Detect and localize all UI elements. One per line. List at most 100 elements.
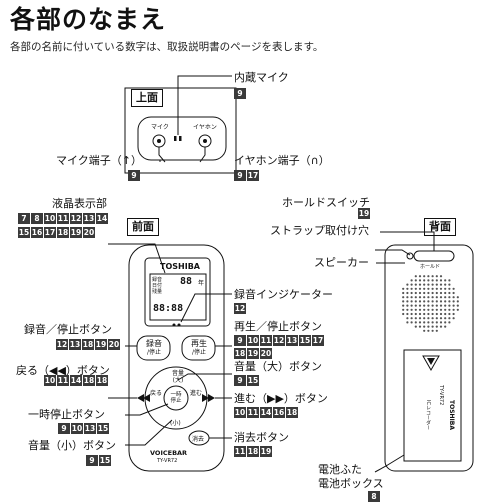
speaker-hole — [431, 329, 434, 332]
leader-vol-down — [125, 419, 173, 446]
builtin-mic-hole-2 — [179, 136, 182, 141]
speaker-hole — [423, 325, 426, 328]
speaker-hole — [435, 317, 438, 320]
speaker-hole — [431, 304, 434, 307]
speaker-hole — [431, 296, 434, 299]
vol-up-button-top: 音量 — [171, 370, 184, 377]
speaker-hole — [406, 283, 409, 286]
speaker-hole — [423, 321, 426, 324]
speaker-hole — [427, 283, 430, 286]
lcd-digits-top: 88 — [180, 276, 193, 287]
erase-button[interactable]: 消去 — [192, 436, 205, 443]
mic-glyph-icon: ↑ — [121, 154, 131, 167]
page-ref-chip: 18 — [57, 227, 69, 238]
section-label-top: 上面 — [131, 89, 163, 107]
callout-record-led: 録音インジケーター — [234, 288, 333, 301]
speaker-hole — [423, 317, 426, 320]
play-button-label: 再生 — [191, 339, 207, 348]
speaker-hole — [452, 296, 455, 299]
speaker-hole — [410, 321, 413, 324]
section-label-front: 前面 — [127, 218, 159, 236]
speaker-hole — [427, 321, 430, 324]
callout-vol-up: 音量（大）ボタン — [234, 360, 322, 373]
page-ref-chip: 19 — [260, 446, 272, 457]
speaker-hole — [414, 317, 417, 320]
speaker-hole — [414, 291, 417, 295]
battery-lid — [403, 349, 462, 462]
speaker-hole — [414, 325, 417, 328]
speaker-hole — [448, 283, 451, 286]
speaker-hole — [452, 312, 455, 316]
back-brand: TOSHIBA — [448, 400, 455, 430]
page-ref-chip: 15 — [247, 375, 259, 386]
speaker-hole — [410, 304, 413, 307]
page-ref-chip: 18 — [96, 375, 108, 386]
speaker-hole — [427, 287, 430, 290]
page-ref-chip: 14 — [260, 407, 272, 418]
callout-forward: 進む（▶▶）ボタン — [234, 392, 328, 405]
play-button[interactable]: 再生 /停止 — [189, 339, 209, 357]
top-view-frame — [124, 87, 237, 174]
speaker-hole — [414, 279, 417, 282]
speaker-hole — [431, 312, 434, 316]
speaker-hole — [402, 296, 405, 299]
page-ref-chip: 11 — [260, 335, 272, 346]
speaker-hole — [414, 308, 417, 311]
speaker-hole — [435, 287, 438, 290]
speaker-hole — [414, 300, 417, 303]
speaker-hole — [431, 287, 434, 290]
speaker-hole — [439, 279, 443, 282]
speaker-hole — [410, 308, 413, 311]
play-button-shape — [181, 335, 216, 361]
speaker-hole — [435, 308, 438, 311]
callout-strap: ストラップ取付け穴 — [270, 224, 369, 237]
leader-battery — [374, 454, 405, 473]
speaker-hole — [410, 283, 413, 286]
speaker-hole — [410, 317, 413, 320]
top-earphone-label: イヤホン — [193, 124, 217, 131]
speaker-hole — [406, 300, 409, 303]
vol-down-button[interactable]: (小) — [170, 420, 181, 427]
page-ref-chip: 10 — [44, 213, 56, 224]
speaker-hole — [402, 291, 405, 295]
record-led-dot-1 — [172, 323, 176, 327]
speaker-hole — [402, 287, 405, 290]
forward-button[interactable]: 進む — [190, 390, 203, 397]
page-ref-chip: 19 — [247, 348, 259, 359]
speaker-hole — [406, 321, 409, 324]
speaker-hole — [423, 275, 426, 278]
speaker-hole — [439, 291, 443, 295]
page-ref-chip: 7 — [18, 213, 30, 224]
callout-back: 戻る（◀◀）ボタン — [16, 364, 110, 377]
lcd-screen — [149, 273, 207, 321]
pages-hold: 19 — [358, 208, 371, 219]
record-button[interactable]: 録音 /停止 — [144, 339, 164, 357]
speaker-hole — [444, 283, 447, 286]
speaker-hole — [418, 291, 422, 295]
page-ref-chip: 20 — [260, 348, 272, 359]
page-ref-chip: 10 — [44, 375, 56, 386]
speaker-hole — [423, 283, 426, 286]
pages-mic-jack: 9 — [128, 170, 141, 181]
page-ref-chip: 9 — [234, 375, 246, 386]
speaker-hole — [423, 291, 426, 295]
speaker-hole — [452, 300, 455, 303]
pages-record-led: 12 — [234, 303, 247, 314]
page-ref-chip: 10 — [247, 335, 259, 346]
vol-up-button[interactable]: 音量 (大) — [168, 370, 188, 384]
pages-builtin-mic: 9 — [234, 88, 247, 99]
leader-earphone-jack — [199, 147, 206, 163]
speaker-hole — [410, 300, 413, 303]
back-button[interactable]: 戻る — [150, 390, 163, 397]
speaker-grille — [402, 275, 459, 332]
page-title: 各部のなまえ — [10, 5, 167, 34]
pause-button[interactable]: 一時 停止 — [169, 392, 183, 404]
speaker-hole — [431, 325, 434, 328]
speaker-hole — [410, 279, 413, 282]
speaker-hole — [448, 304, 451, 307]
page-ref-chip: 15 — [299, 335, 311, 346]
speaker-hole — [418, 304, 422, 307]
front-device-body — [128, 244, 225, 472]
